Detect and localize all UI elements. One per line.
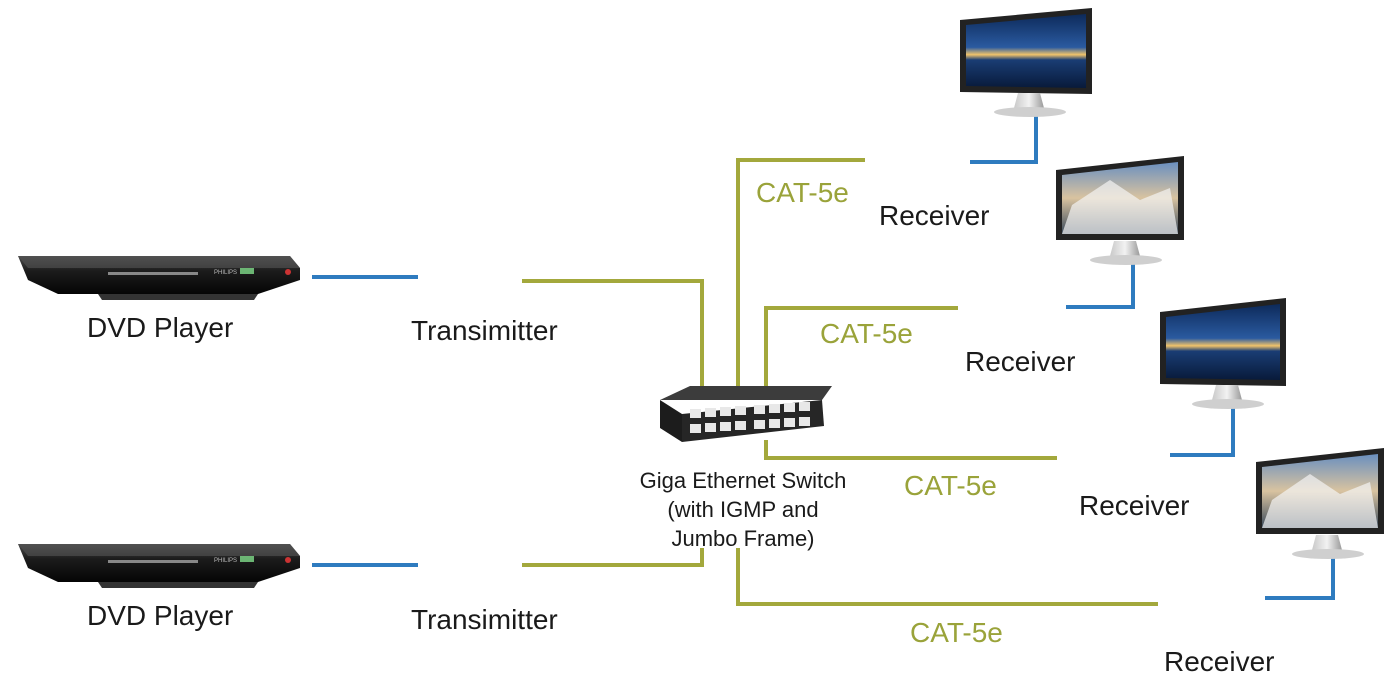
cat5e-link-switch-rx1 (736, 158, 865, 398)
hdmi-links (312, 113, 1335, 600)
transmitter-1-label: Transimitter (411, 315, 558, 346)
dvd-display-icon (240, 268, 254, 274)
dvd-player-2: PHILIPS (18, 544, 300, 588)
receiver-4-label: Receiver (1164, 646, 1275, 677)
hdmi-link-rx1-monitor1 (970, 113, 1038, 164)
cat5e-label-1: CAT-5e (756, 177, 849, 208)
transmitter-2-label: Transimitter (411, 604, 558, 635)
dvd-display-icon (240, 556, 254, 562)
cat5e-link-tx2-switch (522, 548, 704, 567)
switch-ports (690, 402, 810, 433)
power-led-icon (285, 269, 291, 275)
monitor-1 (960, 8, 1092, 117)
display-city-image (966, 14, 1086, 88)
hdmi-link-rx4-monitor4 (1265, 552, 1335, 600)
monitor-4 (1256, 448, 1384, 559)
switch-label: Giga Ethernet Switch (with IGMP and Jumb… (603, 466, 883, 553)
cat5e-label-3: CAT-5e (904, 470, 997, 501)
switch-label-line-1: Giga Ethernet Switch (639, 468, 847, 493)
dvd-player-2-label: DVD Player (87, 600, 234, 631)
dvd-brand-text: PHILIPS (214, 558, 237, 564)
cat5e-link-tx1-switch (522, 279, 704, 398)
cat5e-links (522, 158, 1158, 606)
receiver-1-label: Receiver (879, 200, 990, 231)
receiver-3-label: Receiver (1079, 490, 1190, 521)
cat5e-link-switch-rx3 (764, 440, 1057, 460)
hdmi-link-rx2-monitor2 (1066, 260, 1135, 309)
monitor-3 (1160, 298, 1286, 409)
switch-label-line-3: Jumbo Frame) (671, 526, 815, 551)
dvd-player-1-label: DVD Player (87, 312, 234, 343)
cat5e-link-switch-rx2 (764, 306, 958, 398)
receiver-2-label: Receiver (965, 346, 1076, 377)
display-city-image (1166, 304, 1280, 380)
hdmi-link-rx3-monitor3 (1170, 405, 1235, 457)
dvd-brand-text: PHILIPS (214, 270, 237, 276)
power-led-icon (285, 557, 291, 563)
dvd-player-1: PHILIPS (18, 256, 300, 300)
cat5e-link-switch-rx4 (736, 548, 1158, 606)
switch-label-line-2: (with IGMP and (667, 497, 819, 522)
cat5e-label-4: CAT-5e (910, 617, 1003, 648)
monitor-2 (1056, 156, 1184, 265)
cat5e-label-2: CAT-5e (820, 318, 913, 349)
ethernet-switch (660, 386, 832, 442)
